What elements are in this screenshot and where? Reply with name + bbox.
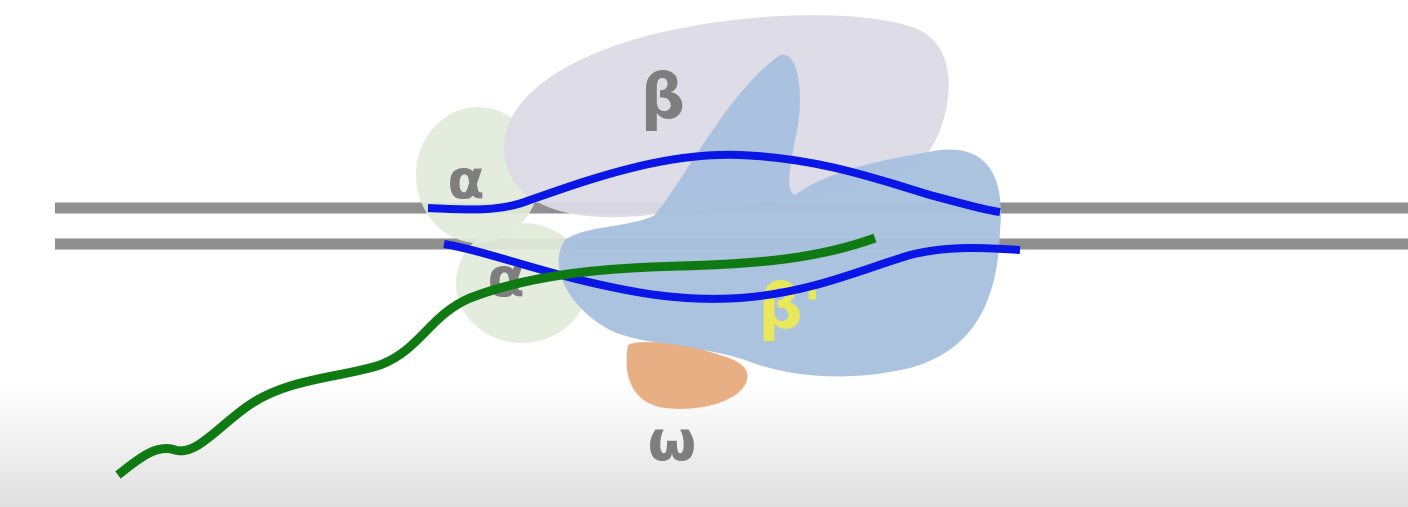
template-strand-top xyxy=(427,150,1001,216)
template-strand-bottom xyxy=(443,240,1021,303)
beta-label: β xyxy=(641,60,685,133)
omega-label: ω xyxy=(648,409,697,474)
alpha-top-label: α xyxy=(447,148,484,211)
rna-transcript xyxy=(115,233,877,479)
omega-subunit xyxy=(626,342,748,409)
beta-prime-label: β' xyxy=(758,270,821,343)
